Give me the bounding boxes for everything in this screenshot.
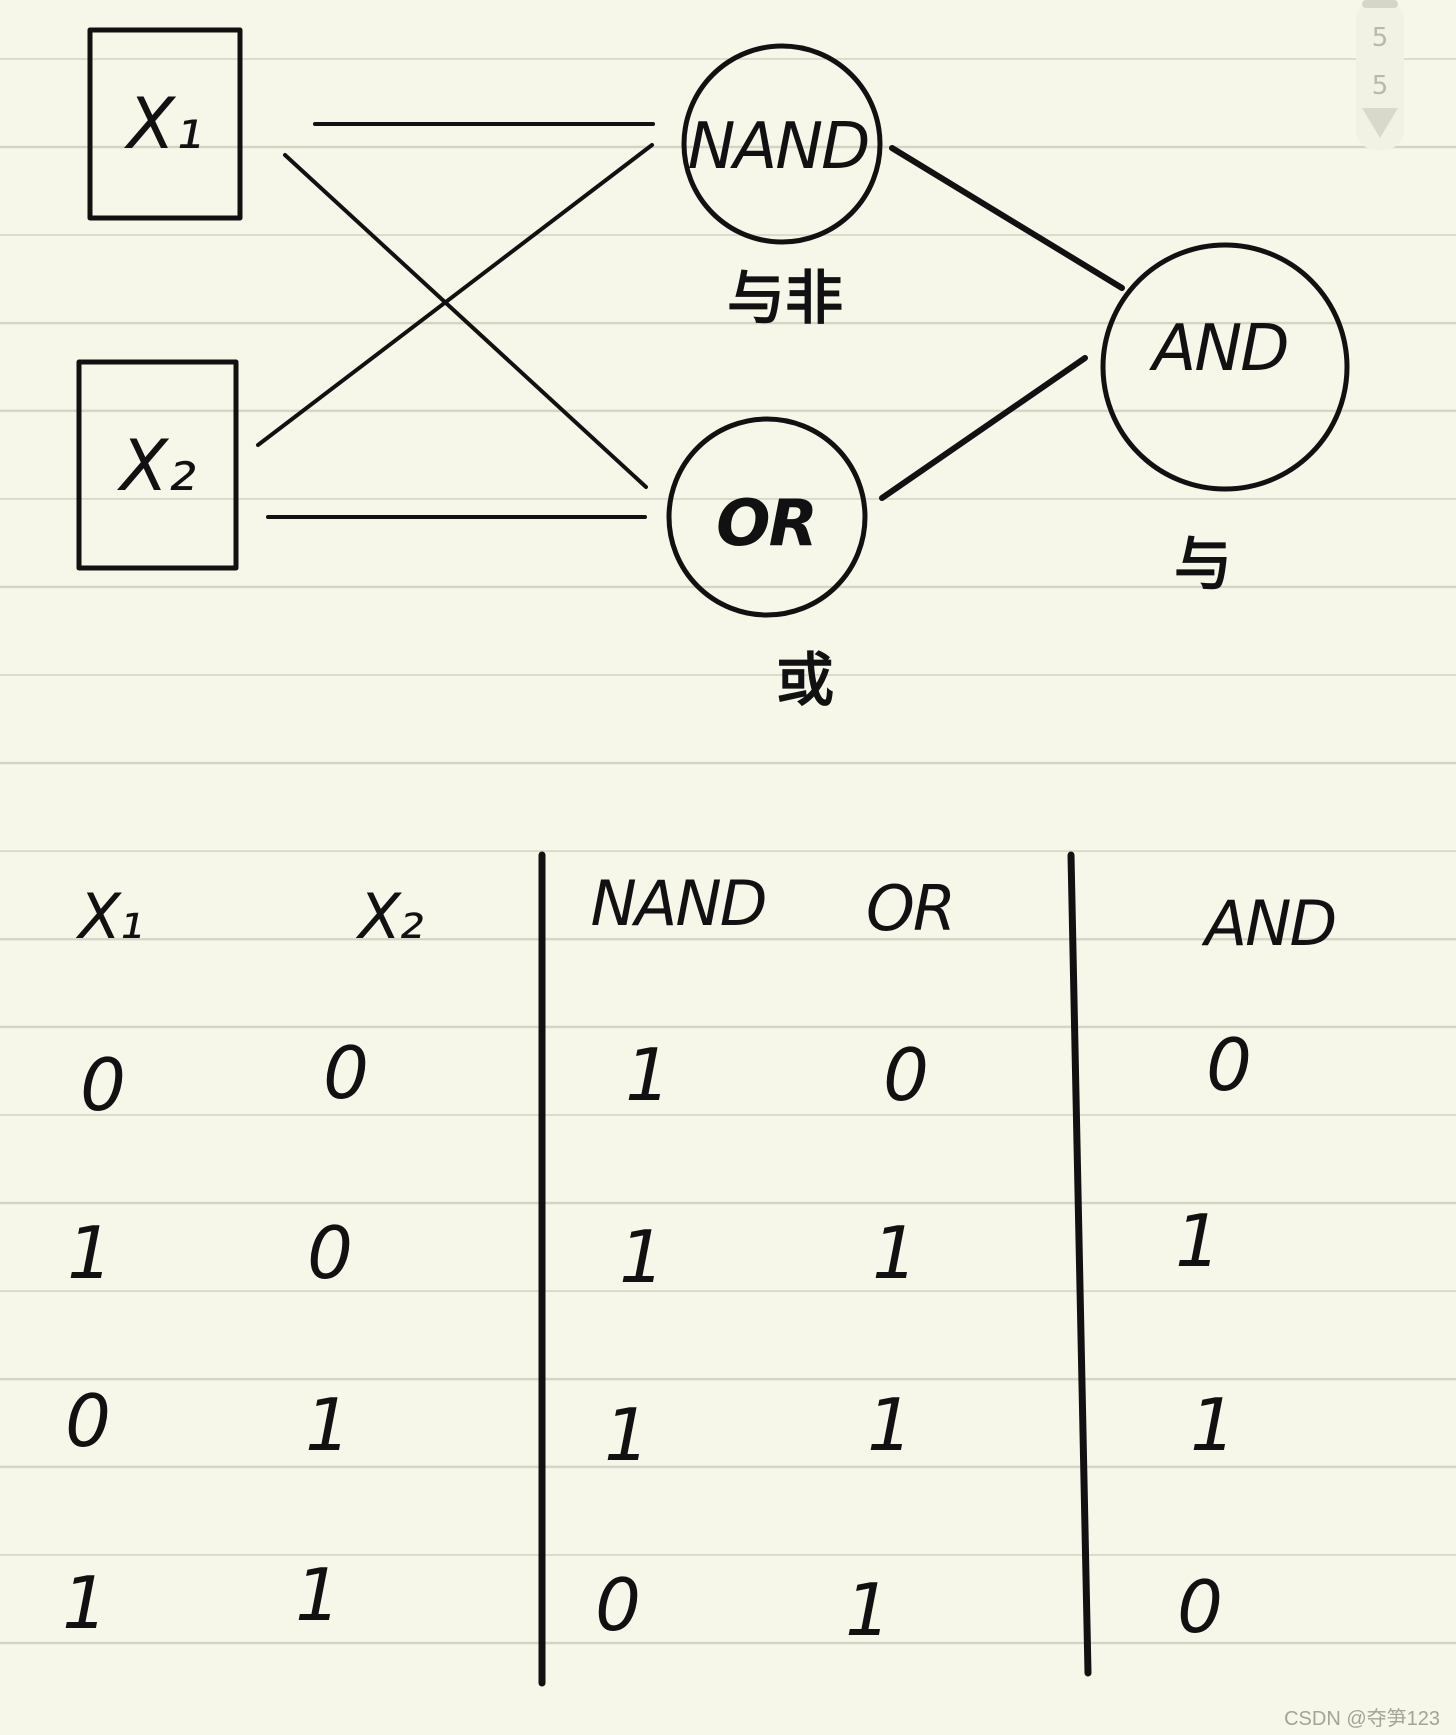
truth-table-row: 0 0 1 0 0 — [80, 1023, 1252, 1127]
cell-r4-x1: 1 — [62, 1561, 108, 1645]
watermark: CSDN @夺笋123 — [1284, 1708, 1440, 1730]
input-x2-box — [76, 359, 239, 571]
page-indicator-handle — [1362, 0, 1398, 8]
edge-or-to-and — [879, 355, 1088, 501]
cell-r1-x2: 0 — [323, 1031, 369, 1115]
truth-table-row: 1 0 1 1 1 — [67, 1199, 1221, 1299]
cell-r2-or: 1 — [872, 1211, 918, 1295]
gate-nand-label: NAND — [688, 110, 869, 184]
cell-r3-and: 1 — [1190, 1383, 1236, 1467]
gate-or-label: OR — [716, 487, 816, 561]
table-divider-hidden-output — [1067, 851, 1092, 1677]
header-x1: X₁ — [75, 880, 141, 953]
edge-nand-to-and — [889, 145, 1125, 291]
input-x1-box — [87, 27, 243, 221]
page-down-arrow-icon[interactable] — [1362, 108, 1398, 138]
cell-r1-and: 0 — [1206, 1023, 1252, 1107]
cell-r1-or: 0 — [883, 1033, 929, 1117]
cell-r2-x1: 1 — [67, 1211, 113, 1295]
cell-r1-x1: 0 — [80, 1043, 126, 1127]
header-x2: X₂ — [355, 880, 422, 953]
gate-and-node: AND 与 — [1100, 242, 1350, 598]
cell-r4-or: 1 — [845, 1568, 891, 1652]
cell-r4-nand: 0 — [595, 1563, 641, 1647]
cell-r4-and: 0 — [1177, 1565, 1223, 1649]
cell-r2-and: 1 — [1175, 1199, 1221, 1283]
cell-r2-nand: 1 — [619, 1215, 665, 1299]
truth-table-row: 1 1 0 1 0 — [62, 1553, 1223, 1652]
cell-r3-nand: 1 — [604, 1393, 650, 1477]
edge-x2-to-nand — [256, 143, 654, 447]
edge-x1-to-or — [283, 153, 648, 489]
cell-r4-x2: 1 — [295, 1553, 341, 1637]
header-and: AND — [1201, 887, 1336, 960]
truth-table-header: X₁ X₂ NAND OR AND — [75, 867, 1337, 960]
header-or: OR — [866, 872, 954, 945]
gate-and-label: AND — [1149, 312, 1288, 386]
gate-and-circle — [1100, 242, 1350, 492]
gate-or-node: OR 或 — [666, 416, 868, 714]
page-indicator[interactable]: 5 5 — [1356, 0, 1404, 150]
cell-r3-x1: 0 — [65, 1379, 111, 1463]
header-nand: NAND — [591, 867, 766, 940]
truth-table-row: 0 1 1 1 1 — [65, 1379, 1236, 1477]
input-x1-node: X₁ — [87, 27, 243, 221]
cell-r2-x2: 0 — [307, 1211, 353, 1295]
page-indicator-current: 5 — [1372, 23, 1389, 53]
gate-nand-node: NAND 与非 — [681, 43, 883, 332]
gate-and-caption: 与 — [1174, 530, 1232, 598]
gate-nand-circle — [681, 43, 883, 245]
cell-r1-nand: 1 — [625, 1033, 671, 1117]
gate-or-circle — [666, 416, 868, 618]
input-x2-label: X₂ — [116, 425, 196, 507]
gate-or-caption: 或 — [776, 646, 834, 714]
cell-r3-or: 1 — [867, 1383, 913, 1467]
page-indicator-total: 5 — [1372, 71, 1389, 101]
input-x1-label: X₁ — [123, 83, 203, 165]
gate-nand-caption: 与非 — [727, 264, 843, 332]
input-x2-node: X₂ — [76, 359, 239, 571]
cell-r3-x2: 1 — [305, 1383, 351, 1467]
